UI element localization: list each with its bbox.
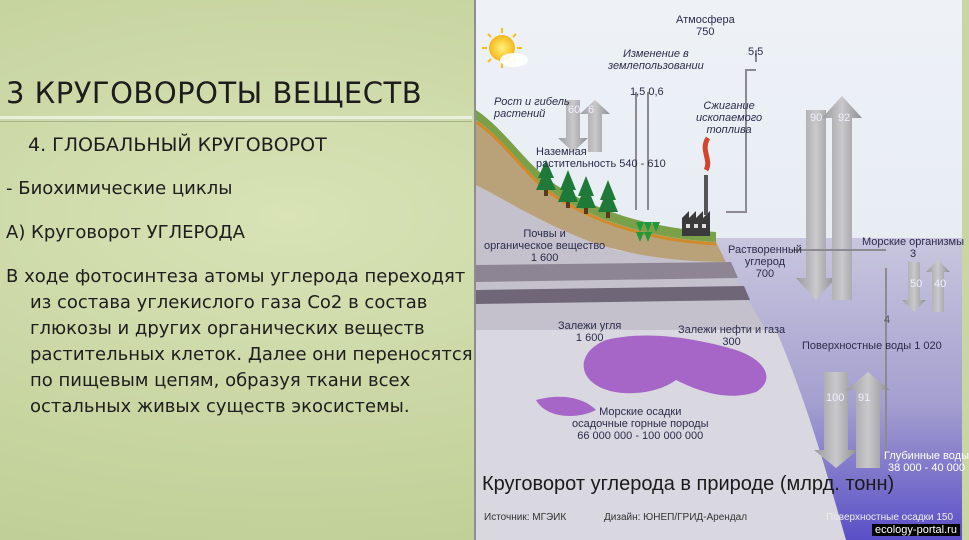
- diagram-artwork: [475, 0, 962, 540]
- value-40: 40: [934, 278, 947, 290]
- bullet-biochemical-cycles: - Биохимические циклы: [6, 178, 233, 199]
- value-60: 60: [568, 104, 581, 116]
- diagram-caption: Круговорот углерода в природе (млрд. тон…: [482, 473, 895, 495]
- oil-gas-deposit: [583, 335, 767, 396]
- value-4: 4: [884, 314, 891, 326]
- slide-subtitle: 4. ГЛОБАЛЬНЫЙ КРУГОВОРОТ: [28, 134, 327, 156]
- body-paragraph: В ходе фотосинтеза атомы углерода перехо…: [6, 266, 473, 417]
- factory-icon: [682, 136, 711, 236]
- title-divider-shadow: [0, 121, 472, 122]
- coal-seam-2: [476, 286, 750, 304]
- value-100: 100: [826, 392, 845, 404]
- coal-seam-1: [476, 262, 738, 282]
- grass: [476, 110, 716, 242]
- value-6: 6: [588, 104, 595, 116]
- slide-title: 3 КРУГОВОРОТЫ ВЕЩЕСТВ: [6, 76, 423, 110]
- value-92: 92: [838, 112, 851, 124]
- value-91: 91: [858, 392, 871, 404]
- diagram-design-credit: Дизайн: ЮНЕП/ГРИД-Арендал: [604, 512, 748, 523]
- value-90: 90: [810, 112, 823, 124]
- label-flux-5-5: 5,5: [748, 46, 764, 58]
- diagram-source: Источник: МГЭИК: [484, 512, 567, 523]
- label-surface-sediment: Поверхностные осадки 150: [826, 512, 954, 523]
- soil: [476, 120, 726, 262]
- watermark: ecology-portal.ru: [872, 524, 960, 536]
- sun-icon: [482, 28, 528, 68]
- title-divider: [0, 116, 472, 119]
- label-surface-water: Поверхностные воды 1 020: [802, 340, 942, 352]
- root-arrows: [636, 222, 660, 242]
- trees: [536, 160, 618, 218]
- item-carbon-cycle: А) Круговорот УГЛЕРОДА: [6, 222, 245, 243]
- value-50: 50: [910, 278, 923, 290]
- label-land-use-values: 1,5 0,6: [630, 86, 664, 98]
- oil-gas-deposit-small: [536, 396, 596, 416]
- flux-arrows: [558, 50, 950, 468]
